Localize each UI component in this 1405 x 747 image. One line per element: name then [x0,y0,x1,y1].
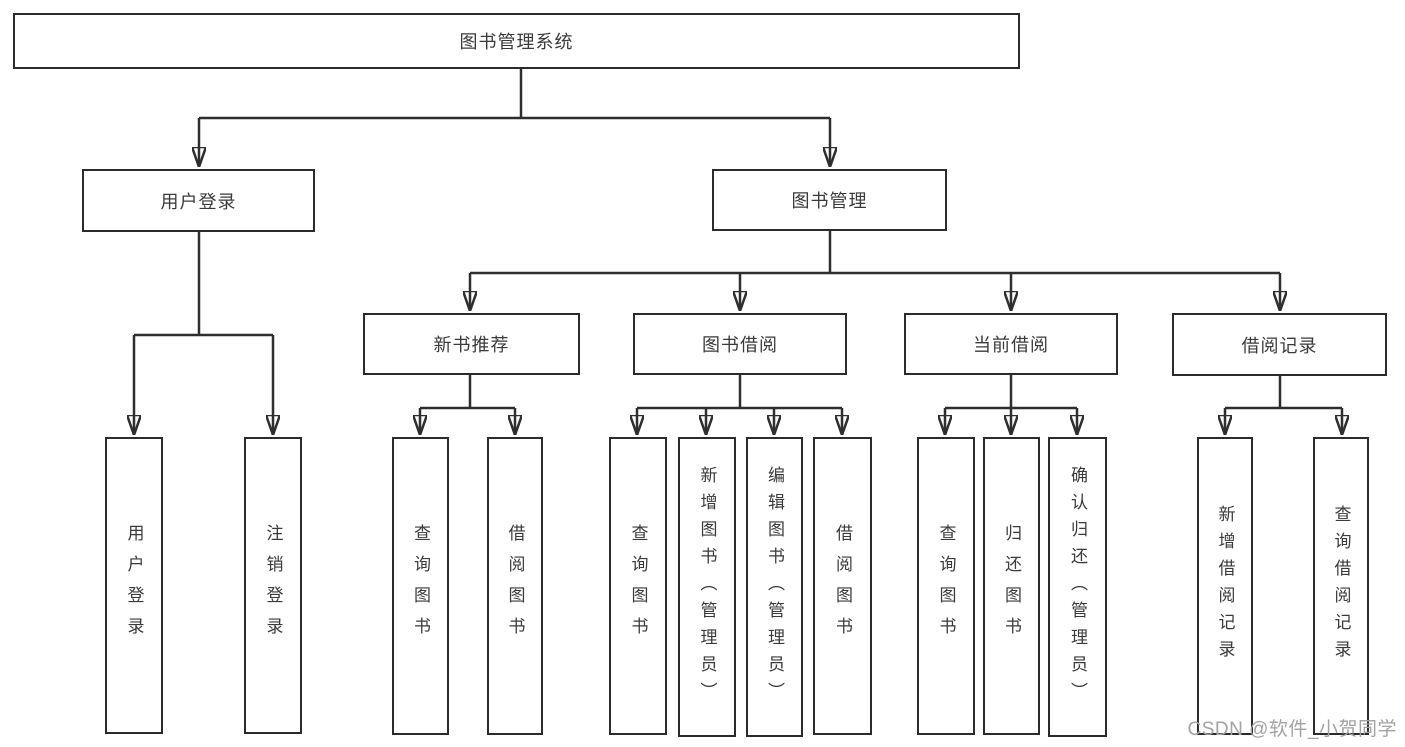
node-label: 编辑图书（管理员） [765,465,784,709]
node-label: 用户登录 [124,523,144,648]
leaf-user-login: 用户登录 [105,437,163,734]
node-label: 查询借阅记录 [1331,505,1351,667]
node-label: 用户登录 [160,191,237,212]
leaf-logout: 注销登录 [244,437,302,734]
node-label: 归还图书 [1002,524,1021,648]
node-label: 新增借阅记录 [1215,505,1235,667]
node-label: 注销登录 [263,523,283,648]
node-book-borrowing: 图书借阅 [633,313,847,375]
node-borrowing-records: 借阅记录 [1172,313,1387,376]
leaf-confirm-return-admin: 确认归还（管理员） [1048,437,1107,737]
leaf-edit-books-admin: 编辑图书（管理员） [746,437,803,737]
leaf-add-borrow-record: 新增借阅记录 [1197,437,1253,735]
node-label: 新书推荐 [433,335,510,355]
node-label: 借阅图书 [833,524,852,648]
node-label: 确认归还（管理员） [1068,465,1087,709]
node-label: 借阅图书 [505,524,525,648]
node-system-root: 图书管理系统 [13,13,1020,69]
node-current-borrowing: 当前借阅 [904,313,1118,375]
node-label: 查询图书 [411,524,430,648]
leaf-query-books-current: 查询图书 [917,437,975,735]
leaf-borrow-books-recommend: 借阅图书 [487,437,543,735]
node-new-book-recommendation: 新书推荐 [363,313,580,375]
node-label: 图书管理系统 [459,32,574,52]
node-label: 图书借阅 [702,335,778,355]
node-user-login-module: 用户登录 [82,169,315,232]
csdn-watermark: CSDN @软件_小贺同学 [1187,719,1397,740]
leaf-return-books: 归还图书 [983,437,1040,735]
node-book-management: 图书管理 [712,169,947,231]
leaf-add-books-admin: 新增图书（管理员） [678,437,736,737]
node-label: 图书管理 [791,191,868,211]
node-label: 新增图书（管理员） [697,465,717,709]
node-label: 借阅记录 [1241,335,1318,356]
node-label: 当前借阅 [973,335,1049,355]
leaf-query-books-borrow: 查询图书 [609,437,667,735]
leaf-query-borrow-record: 查询借阅记录 [1313,437,1369,735]
node-label: 查询图书 [628,524,648,648]
leaf-query-books-recommend: 查询图书 [392,437,449,735]
leaf-borrow-books: 借阅图书 [813,437,872,735]
node-label: 查询图书 [936,524,956,648]
